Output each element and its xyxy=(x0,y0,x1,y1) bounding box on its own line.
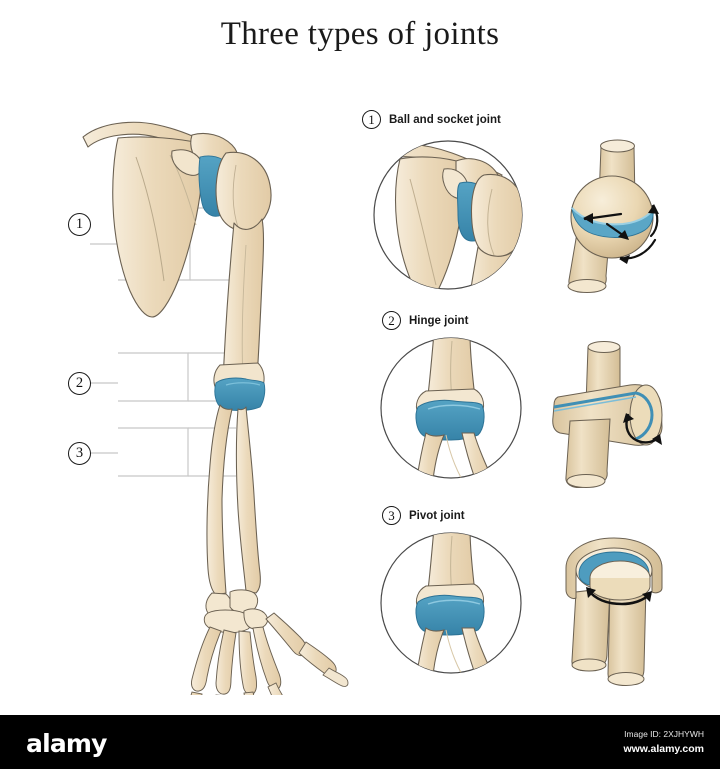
hinge-cartilage xyxy=(415,399,485,441)
section-label-1: Ball and socket joint xyxy=(389,114,501,126)
ball-and-socket-model xyxy=(567,139,659,293)
section-label-3: Pivot joint xyxy=(409,510,465,522)
pivot-rotation-arrow xyxy=(586,588,652,606)
section-badge-1: 1 xyxy=(362,110,381,129)
image-id-text: Image ID: 2XJHYWH xyxy=(624,729,704,739)
alamy-url[interactable]: www.alamy.com xyxy=(623,743,704,755)
hinge-end-cap xyxy=(629,384,663,446)
hinge-cartilage-line xyxy=(553,391,637,409)
distal-phalanges xyxy=(322,667,349,687)
pivot-model xyxy=(565,537,663,686)
elbow-hinge-detail xyxy=(380,337,522,479)
pivot-cartilage xyxy=(415,594,485,636)
radius-bone xyxy=(235,406,261,594)
alamy-watermark-footer: alamy Image ID: 2XJHYWH www.alamy.com xyxy=(0,715,720,769)
hinge-model xyxy=(552,341,663,488)
arm-skeleton-figure xyxy=(82,121,349,695)
carpal-bones xyxy=(203,589,269,634)
callout-badge-3: 3 xyxy=(68,442,91,465)
pivot-joint-detail xyxy=(380,532,522,674)
callout-badge-1: 1 xyxy=(68,213,91,236)
illustration-canvas: Three types of joints xyxy=(68,16,663,695)
section-badge-3: 3 xyxy=(382,506,401,525)
metacarpal-bones xyxy=(191,612,308,695)
shoulder-joint-detail xyxy=(373,140,523,290)
hinge-rotation-arrow xyxy=(625,413,661,444)
alamy-logo: alamy xyxy=(26,729,107,758)
arrow-heads xyxy=(583,204,659,264)
humerus-head xyxy=(215,151,272,231)
proximal-phalanges xyxy=(190,641,337,695)
callout-badge-2: 2 xyxy=(68,372,91,395)
page-title: Three types of joints xyxy=(220,16,500,52)
section-label-2: Hinge joint xyxy=(409,315,469,327)
section-badge-2: 2 xyxy=(382,311,401,330)
ulna-bone xyxy=(206,404,233,596)
